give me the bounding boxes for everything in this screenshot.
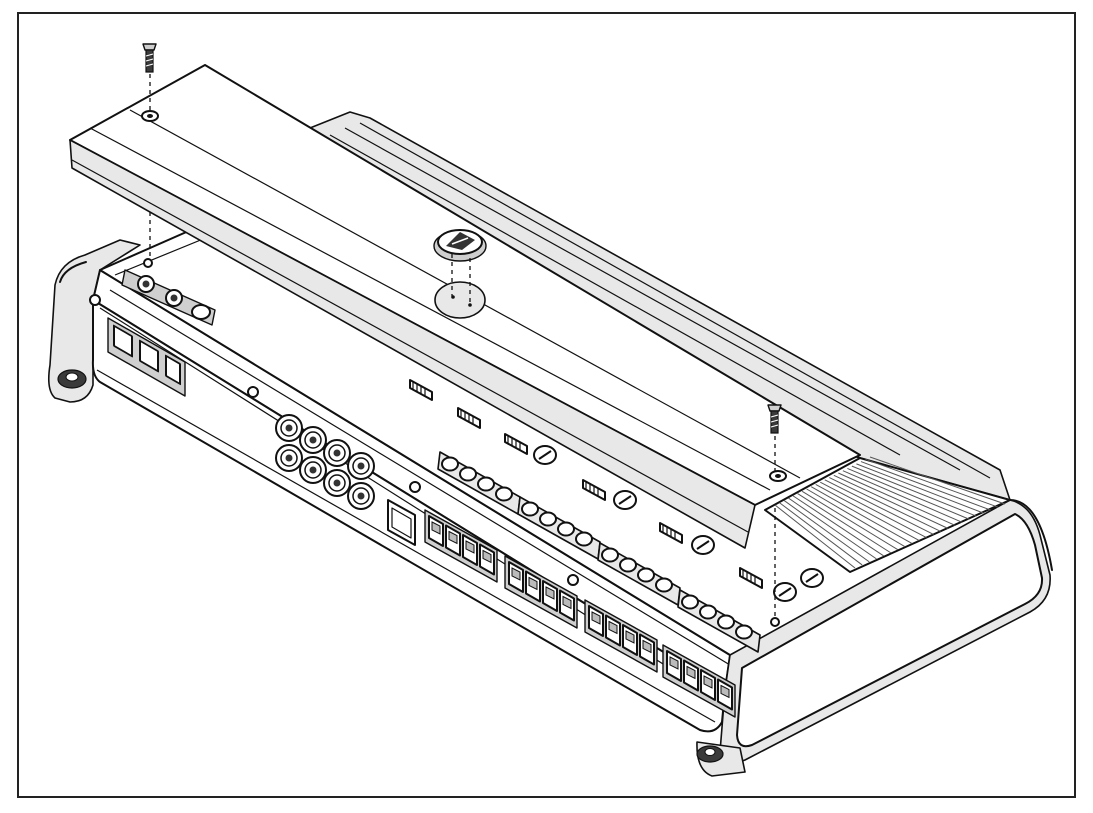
heatsink-fin bbox=[806, 488, 906, 548]
heatsink-fin bbox=[869, 456, 1006, 505]
heatsink-fin bbox=[865, 458, 999, 508]
button bbox=[601, 547, 619, 563]
dip-switch bbox=[659, 522, 683, 544]
button bbox=[681, 594, 699, 610]
logo-badge-icon bbox=[433, 229, 487, 262]
top-cover-plate-icon bbox=[69, 64, 861, 549]
heatsink-fin bbox=[856, 463, 984, 514]
heatsink-fin bbox=[788, 497, 877, 560]
screw-icon bbox=[767, 404, 782, 434]
heatsink-fin bbox=[847, 467, 970, 520]
heatsink-fin bbox=[774, 504, 856, 569]
button bbox=[459, 466, 477, 482]
dip-switch bbox=[457, 407, 481, 429]
deck-terminal-icon bbox=[121, 269, 216, 326]
button bbox=[557, 521, 575, 537]
data-port-icon bbox=[387, 499, 416, 546]
screw-icon bbox=[142, 43, 157, 73]
panel-screw-icon bbox=[89, 258, 780, 627]
heatsink-fin bbox=[824, 479, 934, 535]
heatsink-icon bbox=[764, 456, 1011, 573]
heatsink-fin bbox=[797, 493, 891, 554]
heatsink-fin bbox=[842, 470, 963, 523]
terminal-block-icon bbox=[424, 509, 736, 718]
button bbox=[495, 486, 513, 502]
button bbox=[441, 456, 459, 472]
heatsink-fin bbox=[779, 502, 863, 566]
button bbox=[735, 624, 753, 640]
heatsink-fin bbox=[838, 472, 956, 526]
heatsink-fin bbox=[810, 486, 913, 545]
power-terminal-icon bbox=[107, 317, 186, 397]
heatsink-fin bbox=[851, 465, 977, 517]
heatsink-fin bbox=[801, 490, 899, 551]
heatsink-fin bbox=[820, 481, 927, 538]
rca-jack-icon bbox=[275, 414, 375, 510]
figure-frame bbox=[17, 12, 1076, 798]
heatsink-fin bbox=[792, 495, 884, 557]
button bbox=[717, 614, 735, 630]
button bbox=[521, 501, 539, 517]
heatsink-fin bbox=[783, 500, 870, 563]
button bbox=[637, 567, 655, 583]
heatsink-fin bbox=[829, 477, 941, 532]
button bbox=[477, 476, 495, 492]
guide-line bbox=[149, 74, 776, 618]
heatsink-fin bbox=[860, 461, 991, 511]
button bbox=[575, 531, 593, 547]
heatsink-fin bbox=[833, 474, 949, 529]
dip-switch bbox=[504, 433, 528, 455]
dip-switch bbox=[409, 379, 433, 401]
dip-switch bbox=[582, 479, 606, 501]
button bbox=[655, 577, 673, 593]
button bbox=[699, 604, 717, 620]
button bbox=[619, 557, 637, 573]
heatsink-fin bbox=[815, 483, 920, 542]
control-panel-icon bbox=[409, 379, 824, 653]
button bbox=[539, 511, 557, 527]
dip-switch bbox=[739, 567, 763, 589]
